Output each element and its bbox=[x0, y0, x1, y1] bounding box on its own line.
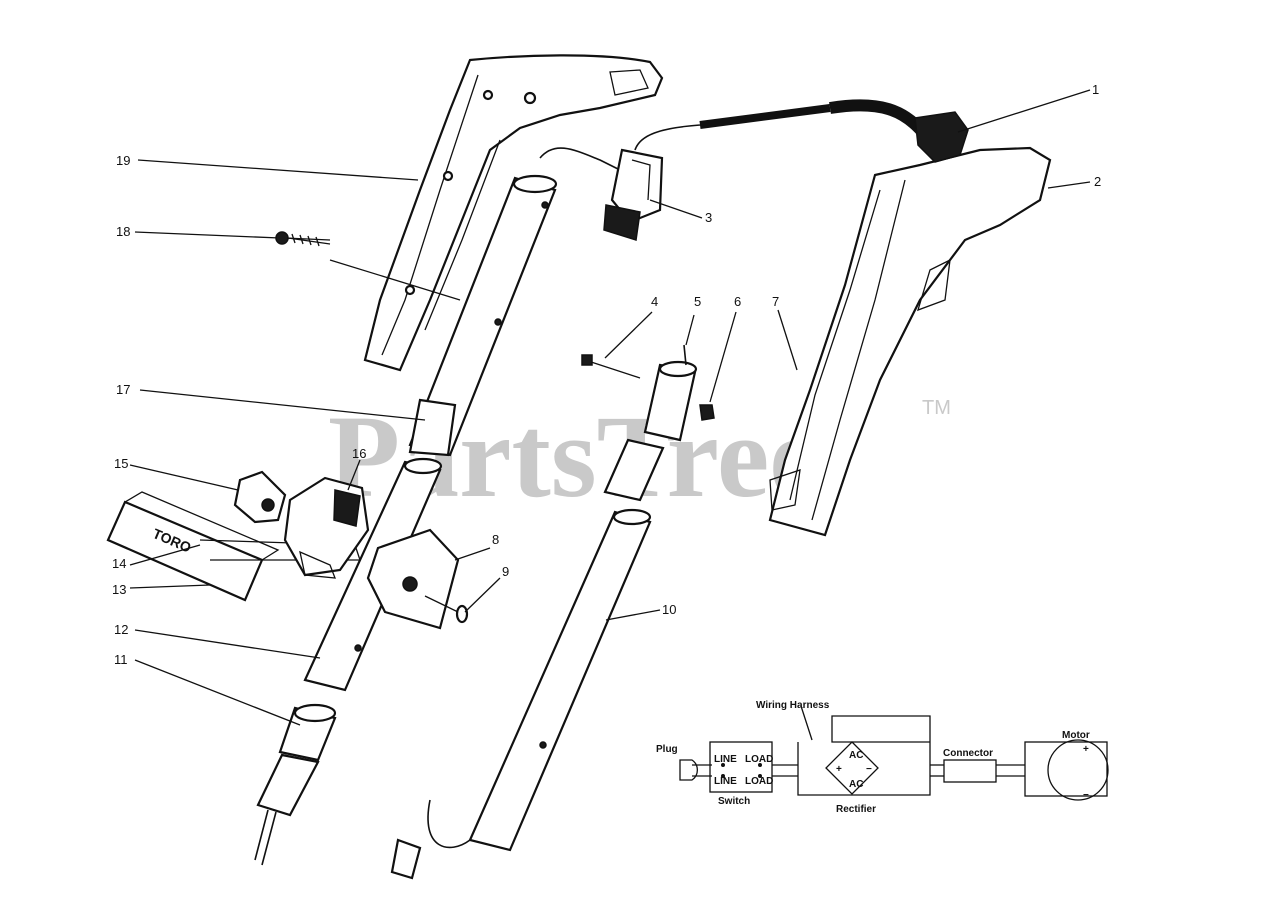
callout-18: 18 bbox=[116, 224, 130, 239]
callout-11: 11 bbox=[114, 652, 128, 667]
callout-8: 8 bbox=[492, 532, 499, 547]
part-11-coupler bbox=[254, 703, 337, 866]
plug-label: Plug bbox=[656, 744, 678, 755]
callout-5: 5 bbox=[694, 294, 701, 309]
callout-1: 1 bbox=[1092, 82, 1099, 97]
callout-16: 16 bbox=[352, 446, 366, 461]
part-13-14-assist-handle: TORO bbox=[106, 491, 361, 602]
part-19-left-handle-half bbox=[363, 54, 664, 372]
motor-minus: − bbox=[1083, 790, 1089, 801]
connector-symbol bbox=[943, 759, 997, 783]
switch-line-top: LINE bbox=[714, 754, 737, 765]
switch-box bbox=[709, 741, 773, 793]
callout-14: 14 bbox=[112, 556, 126, 571]
callout-7: 7 bbox=[772, 294, 779, 309]
part-1-cord bbox=[634, 99, 969, 163]
callout-numbers: 1 2 3 4 5 6 7 8 9 10 11 12 13 14 15 16 1… bbox=[112, 82, 1101, 667]
motor-label: Motor bbox=[1062, 730, 1090, 741]
callout-17: 17 bbox=[116, 382, 130, 397]
callout-6: 6 bbox=[734, 294, 741, 309]
part-8-9-clamp-block bbox=[366, 528, 469, 630]
rectifier-plus: + bbox=[836, 764, 842, 775]
part-3-switch bbox=[539, 147, 664, 241]
motor-plus: + bbox=[1083, 744, 1089, 755]
wiring-harness-label: Wiring Harness bbox=[756, 700, 830, 711]
switch-line-bottom: LINE bbox=[714, 776, 737, 787]
wiring-schematic: Plug LINE LOAD LINE LOAD Switch Wiring H… bbox=[656, 700, 1109, 815]
rectifier-label: Rectifier bbox=[836, 804, 876, 815]
callout-12: 12 bbox=[114, 622, 128, 637]
part-18-screw bbox=[275, 231, 331, 247]
watermark-tm: TM bbox=[922, 397, 951, 419]
motor-symbol bbox=[1047, 739, 1109, 801]
callout-3: 3 bbox=[705, 210, 712, 225]
callout-2: 2 bbox=[1094, 174, 1101, 189]
switch-load-top: LOAD bbox=[745, 754, 773, 765]
part-15-16-knob-bracket bbox=[233, 470, 370, 579]
rectifier-minus: − bbox=[866, 764, 872, 775]
callout-4: 4 bbox=[651, 294, 658, 309]
leader-lines bbox=[129, 89, 1091, 726]
callout-9: 9 bbox=[502, 564, 509, 579]
rectifier-symbol bbox=[825, 741, 879, 795]
callout-15: 15 bbox=[114, 456, 128, 471]
part-tube-upper bbox=[408, 174, 558, 457]
switch-label: Switch bbox=[718, 796, 750, 807]
rectifier-ac-top: AC bbox=[849, 750, 863, 761]
plug-symbol bbox=[679, 759, 698, 781]
callout-19: 19 bbox=[116, 153, 130, 168]
switch-load-bottom: LOAD bbox=[745, 776, 773, 787]
connector-label: Connector bbox=[943, 748, 993, 759]
part-10-lower-tube bbox=[390, 508, 652, 880]
callout-10: 10 bbox=[662, 602, 676, 617]
part-2-right-handle-half bbox=[768, 146, 1052, 537]
callout-13: 13 bbox=[112, 582, 126, 597]
rectifier-ac-bottom: AC bbox=[849, 779, 863, 790]
part-4-5-6-clamp bbox=[581, 344, 715, 502]
